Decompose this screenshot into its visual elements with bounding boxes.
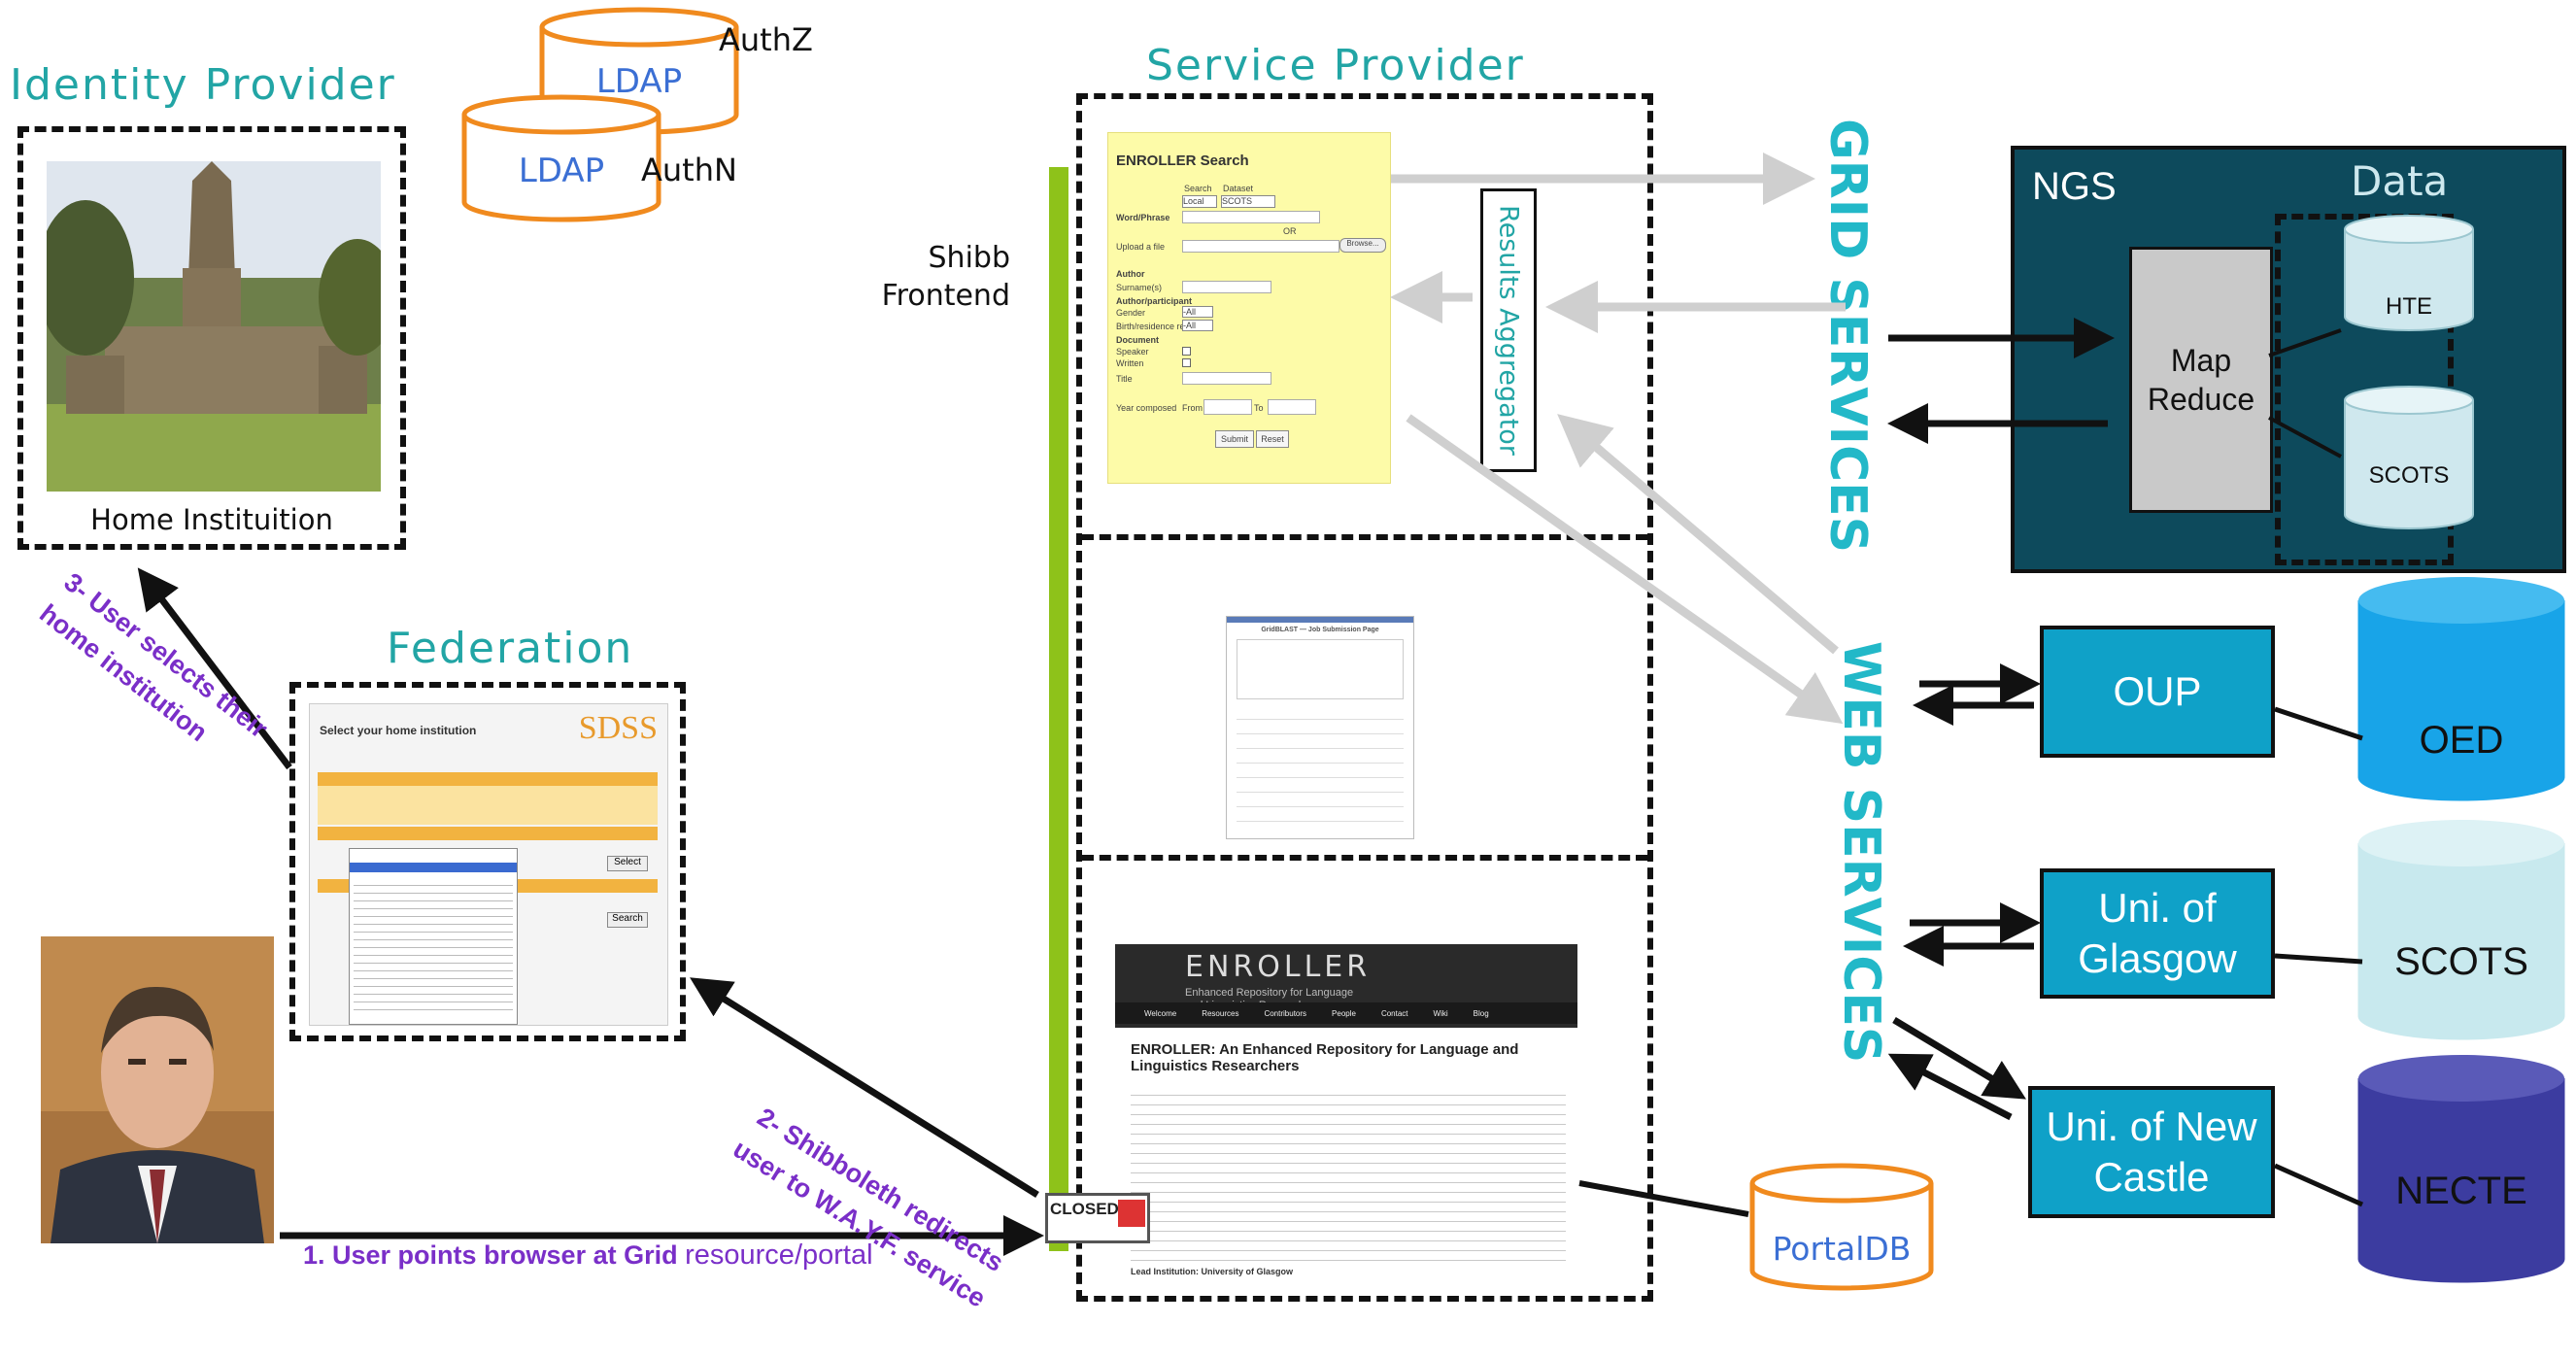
- identity-provider-title: Identity Provider: [10, 60, 396, 110]
- sdss-logo: SDSS: [578, 710, 658, 746]
- gender-select[interactable]: -All: [1182, 306, 1213, 318]
- shibb-frontend-bar: [1049, 167, 1068, 1251]
- dataset-select[interactable]: SCOTS: [1221, 195, 1275, 208]
- nav-contact[interactable]: Contact: [1380, 1008, 1408, 1018]
- gridblast-screenshot: GridBLAST — Job Submission Page: [1226, 616, 1414, 839]
- reset-button[interactable]: Reset: [1256, 430, 1289, 448]
- title-input[interactable]: [1182, 372, 1271, 385]
- speaker-checkbox[interactable]: [1182, 347, 1191, 356]
- year-to-input[interactable]: [1268, 399, 1316, 415]
- upload-file-input[interactable]: [1182, 240, 1339, 253]
- nav-people[interactable]: People: [1332, 1008, 1356, 1018]
- mapreduce-box: Map Reduce: [2129, 247, 2273, 513]
- service-provider-title: Service Provider: [1146, 41, 1525, 90]
- home-institution-caption: Home Instituition: [90, 503, 333, 536]
- ngs-label: NGS: [2032, 165, 2117, 208]
- region-select[interactable]: -All: [1182, 320, 1213, 331]
- ngs-cylinders: [2268, 215, 2474, 529]
- select-button[interactable]: Select: [607, 856, 648, 871]
- enroller-lead: Lead Institution: University of Glasgow: [1131, 1267, 1294, 1276]
- hte-label: HTE: [2386, 293, 2432, 320]
- ngs-scots-label: SCOTS: [2368, 462, 2450, 489]
- portaldb-cylinder: [1749, 1163, 1934, 1291]
- authn-label: AuthN: [641, 152, 737, 188]
- step1-label: 1. User points browser at Grid resource/…: [303, 1239, 873, 1271]
- nav-resources[interactable]: Resources: [1202, 1008, 1239, 1018]
- nav-wiki[interactable]: Wiki: [1433, 1008, 1448, 1018]
- provider-glasgow: Uni. of Glasgow: [2040, 868, 2275, 999]
- provider-cylinders: [2273, 577, 2565, 1283]
- enroller-search-title: ENROLLER Search: [1116, 153, 1249, 169]
- written-checkbox[interactable]: [1182, 358, 1191, 367]
- wayf-screenshot: Select your home institution SDSS Select…: [309, 703, 668, 1026]
- search-button[interactable]: Search: [607, 912, 648, 928]
- results-aggregator-box: Results Aggregator: [1480, 188, 1537, 472]
- portaldb-label: PortalDB: [1772, 1230, 1912, 1268]
- enroller-nav: Welcome Resources Contributors People Co…: [1115, 1002, 1577, 1024]
- nav-contributors[interactable]: Contributors: [1264, 1008, 1307, 1018]
- db-necte-label: NECTE: [2395, 1170, 2527, 1212]
- ldap-authz-label: LDAP: [595, 62, 683, 101]
- service-provider-box: [1076, 93, 1653, 1302]
- enroller-search-panel: ENROLLER Search Search Dataset Local SCO…: [1107, 132, 1391, 484]
- identity-provider-box: Home Instituition: [17, 126, 406, 550]
- submit-button[interactable]: Submit: [1215, 430, 1254, 448]
- surname-input[interactable]: [1182, 281, 1271, 293]
- federation-title: Federation: [387, 624, 634, 673]
- search-select[interactable]: Local: [1182, 195, 1217, 208]
- shibb-frontend-label: Shibb Frontend: [881, 241, 1010, 313]
- provider-oup: OUP: [2040, 626, 2275, 758]
- enroller-body-text: [1131, 1086, 1566, 1261]
- wayf-heading: Select your home institution: [320, 724, 477, 737]
- ldap-authn-label: LDAP: [518, 152, 605, 190]
- nav-blog[interactable]: Blog: [1473, 1008, 1489, 1018]
- db-scots-label: SCOTS: [2394, 940, 2528, 983]
- db-oed-label: OED: [2419, 719, 2504, 762]
- closed-sign: CLOSED: [1045, 1193, 1150, 1243]
- word-phrase-input[interactable]: [1182, 211, 1320, 223]
- user-photo: [41, 936, 274, 1243]
- browse-button[interactable]: Browse...: [1339, 238, 1386, 253]
- provider-newcastle: Uni. of New Castle: [2028, 1086, 2275, 1218]
- ldap-cylinders: [461, 7, 739, 222]
- nav-welcome[interactable]: Welcome: [1144, 1008, 1177, 1018]
- enroller-heading: ENROLLER: An Enhanced Repository for Lan…: [1131, 1041, 1519, 1075]
- university-photo: [47, 161, 381, 492]
- authz-label: AuthZ: [719, 21, 813, 58]
- year-from-input[interactable]: [1203, 399, 1252, 415]
- data-label: Data: [2351, 157, 2449, 205]
- federation-box: Select your home institution SDSS Select…: [289, 682, 686, 1041]
- institution-list[interactable]: [349, 848, 518, 1025]
- arrows-layer: [137, 153, 2115, 1256]
- gridblast-title: GridBLAST — Job Submission Page: [1261, 627, 1379, 633]
- enroller-banner-title: ENROLLER: [1185, 950, 1372, 984]
